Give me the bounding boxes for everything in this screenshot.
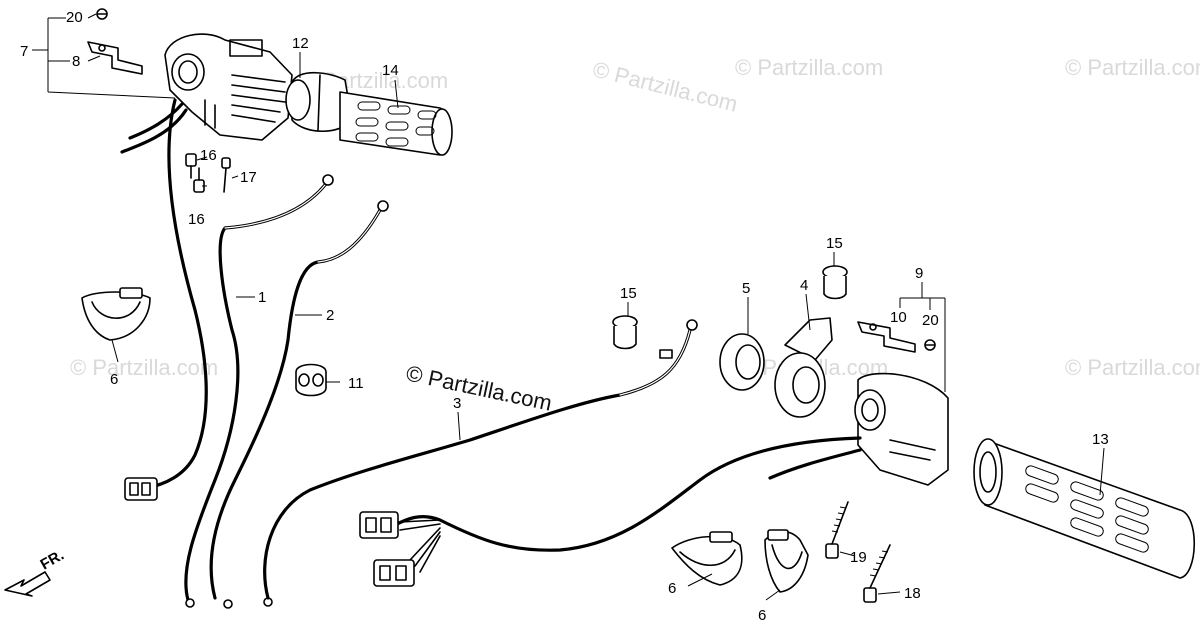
right-grip: [339, 91, 453, 156]
front-direction-label: FR.: [38, 547, 67, 574]
screw-16-b: [193, 167, 205, 193]
callout-5: 5: [742, 280, 750, 297]
callout-8: 8: [72, 53, 80, 70]
callout-20: 20: [66, 9, 83, 26]
callout-9: 9: [915, 265, 923, 282]
screw-16-a: [185, 153, 197, 179]
choke-lever: [774, 317, 833, 418]
watermark-text: © Partzilla.com: [1065, 355, 1200, 380]
choke-cable-fittings: [659, 319, 698, 359]
right-harness-connector: [124, 477, 158, 501]
callout-labels: 7 20 8 12 14 16 16 17 1 2 11 6 3 15 5 4 …: [20, 9, 1109, 624]
left-harness-connector-1: [359, 511, 399, 539]
left-harness-wires: [399, 519, 441, 573]
cable-end-fittings: [185, 174, 389, 609]
rubber-cap-left: [612, 315, 638, 350]
choke-seal: [719, 333, 765, 391]
callout-15: 15: [826, 235, 843, 252]
callout-1: 1: [258, 289, 266, 306]
watermark-text: © Partzilla.com: [735, 55, 883, 80]
watermark-text: © Partzilla.com: [70, 355, 218, 380]
left-grip: [973, 438, 1196, 579]
left-switch-housing: [854, 372, 949, 486]
callout-11: 11: [348, 375, 364, 392]
callout-2: 2: [326, 307, 334, 324]
callout-3: 3: [453, 395, 461, 412]
watermark-main: © Partzilla.com: [404, 360, 554, 415]
rubber-cap-right: [822, 265, 848, 300]
throttle-grip-pipe: [285, 71, 353, 132]
screw-19: [825, 501, 849, 559]
callout-16: 16: [188, 211, 205, 228]
left-harness-connector-2: [373, 559, 415, 587]
right-switch-harness: [143, 98, 208, 490]
leader-lines: [32, 13, 1105, 601]
screw-20-right: [924, 339, 936, 351]
cable-clamp: [295, 363, 327, 397]
harness-band-bottom-1: [671, 531, 743, 586]
callout-14: 14: [382, 62, 399, 79]
callout-6: 6: [110, 371, 118, 388]
callout-19: 19: [850, 549, 867, 566]
harness-band-left: [81, 287, 151, 341]
choke-cable: [263, 328, 692, 600]
callout-16: 16: [200, 147, 217, 164]
right-switch-wire-2: [120, 108, 188, 154]
right-switch-bracket: [87, 41, 143, 75]
left-switch-bracket: [857, 321, 916, 353]
callout-13: 13: [1092, 431, 1109, 448]
watermark-text: © Partzilla.com: [1065, 55, 1200, 80]
callout-6: 6: [758, 607, 766, 624]
callout-6: 6: [668, 580, 676, 597]
callout-4: 4: [800, 277, 808, 294]
callout-12: 12: [292, 35, 309, 52]
callout-18: 18: [904, 585, 921, 602]
callout-15: 15: [620, 285, 637, 302]
screw-17: [221, 157, 231, 193]
callout-10: 10: [890, 309, 907, 326]
harness-band-bottom-2: [764, 529, 809, 593]
screw-18: [863, 544, 891, 603]
callout-7: 7: [20, 43, 28, 60]
right-switch-housing: [164, 33, 293, 141]
front-direction-arrow: FR.: [4, 547, 67, 597]
screw-20-top: [96, 8, 108, 20]
callout-20: 20: [922, 312, 939, 329]
callout-17: 17: [240, 169, 257, 186]
right-switch-wire: [128, 102, 184, 140]
left-switch-wire: [768, 448, 862, 480]
watermark-text: © Partzilla.com: [590, 56, 740, 116]
